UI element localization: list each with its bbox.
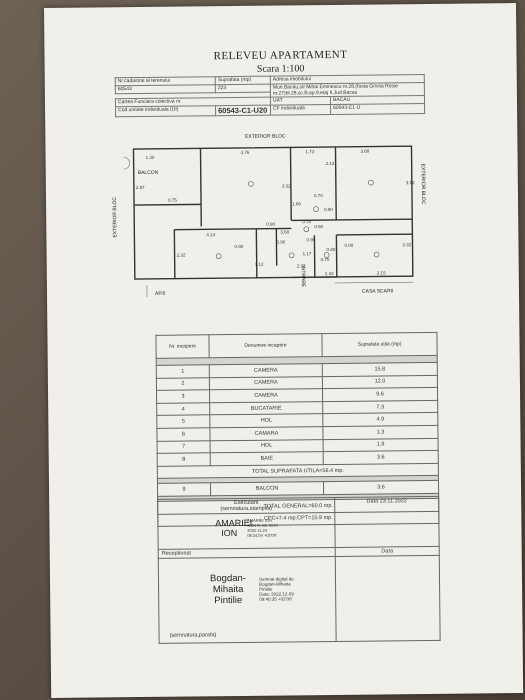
svg-text:2.97: 2.97 [136,185,145,190]
svg-text:1.30: 1.30 [146,155,155,160]
svg-text:3.68: 3.68 [360,149,369,154]
executant-date: Data 23.11.2022 [334,496,440,548]
executant-sub: (semnatura,stampila) [220,505,273,513]
svg-text:3.68: 3.68 [280,229,289,234]
svg-text:4.76: 4.76 [240,150,249,155]
executant-stamp: AMARIEI ION OCN B, BC 5610 2022.11.24 08… [247,517,278,538]
executant-name: AMARIEI ION [215,517,253,539]
floor-plan: EXTERIOR BLOC EXTERIOR BLOC EXTERIOR BLO… [112,133,426,297]
rooms-header-nr: Nr. incapere [155,334,210,359]
svg-text:1.42: 1.42 [325,271,334,276]
svg-text:3.92: 3.92 [406,180,415,185]
svg-text:0.90: 0.90 [234,244,243,249]
rooms-header-den: Denumire incapere [208,333,323,358]
plan-intrare: INTRARE [300,265,306,288]
receptionat-stamp: Semnat digital de Bogdan-Mihaita Pintili… [258,576,294,602]
receptionat-sub: (semnatura,parafa) [169,632,217,639]
plan-dimensions: 1.30 4.76 1.73 3.68 2.97 0.75 3.32 2.13 … [136,149,415,276]
plan-balcon: BALCON [138,170,159,176]
svg-text:0.70: 0.70 [321,257,330,262]
svg-text:1.17: 1.17 [303,251,312,256]
plan-exterior-left: EXTERIOR BLOC [112,197,118,238]
svg-text:1.73: 1.73 [305,149,314,154]
svg-text:0.90: 0.90 [306,237,315,242]
svg-text:0.90: 0.90 [266,222,275,227]
svg-text:3.32: 3.32 [282,183,291,188]
cod-ui-label: Cod unitate individuala (UI) [115,105,216,117]
svg-text:4.14: 4.14 [206,232,215,237]
svg-text:0.78: 0.78 [302,219,311,224]
svg-text:1.12: 1.12 [255,262,264,267]
rooms-header-sup: Suprafata utila (mp) [321,332,438,357]
cod-ui-value: 60543-C1-U20 [215,105,271,116]
svg-text:0.90: 0.90 [324,207,333,212]
svg-text:2.32: 2.32 [402,242,411,247]
svg-text:0.75: 0.75 [168,198,177,203]
plan-ap: AP.8 [155,291,165,297]
svg-text:0.70: 0.70 [314,193,323,198]
svg-text:1.06: 1.06 [292,201,301,206]
cf-ind-value: 60543-C1-U [330,103,425,115]
svg-text:0.90: 0.90 [276,239,285,244]
svg-text:3.15: 3.15 [377,270,386,275]
cf-ind-label: CF individuala [270,104,331,116]
plan-exterior-top: EXTERIOR BLOC [245,133,286,139]
info-table: Nr.cadastral al terenului Suprafata (mp)… [115,74,425,117]
document-sheet: RELEVEU APARTAMENT Scara 1:100 Nr.cadast… [44,3,524,698]
svg-text:2.13: 2.13 [326,161,335,166]
signature-table: Executant (semnatura,stampila) AMARIEI I… [157,496,441,644]
svg-text:0.80: 0.80 [327,247,336,252]
svg-text:0.90: 0.90 [314,224,323,229]
plan-exterior-right: EXTERIOR BLOC [420,164,426,205]
receptionat-name: Bogdan-Mihaita Pintilie [209,572,246,607]
svg-text:2.32: 2.32 [177,253,186,258]
plan-casa-scarii: CASA SCARII [362,288,393,294]
svg-text:2.32: 2.32 [297,263,306,268]
svg-text:0.80: 0.80 [344,243,353,248]
